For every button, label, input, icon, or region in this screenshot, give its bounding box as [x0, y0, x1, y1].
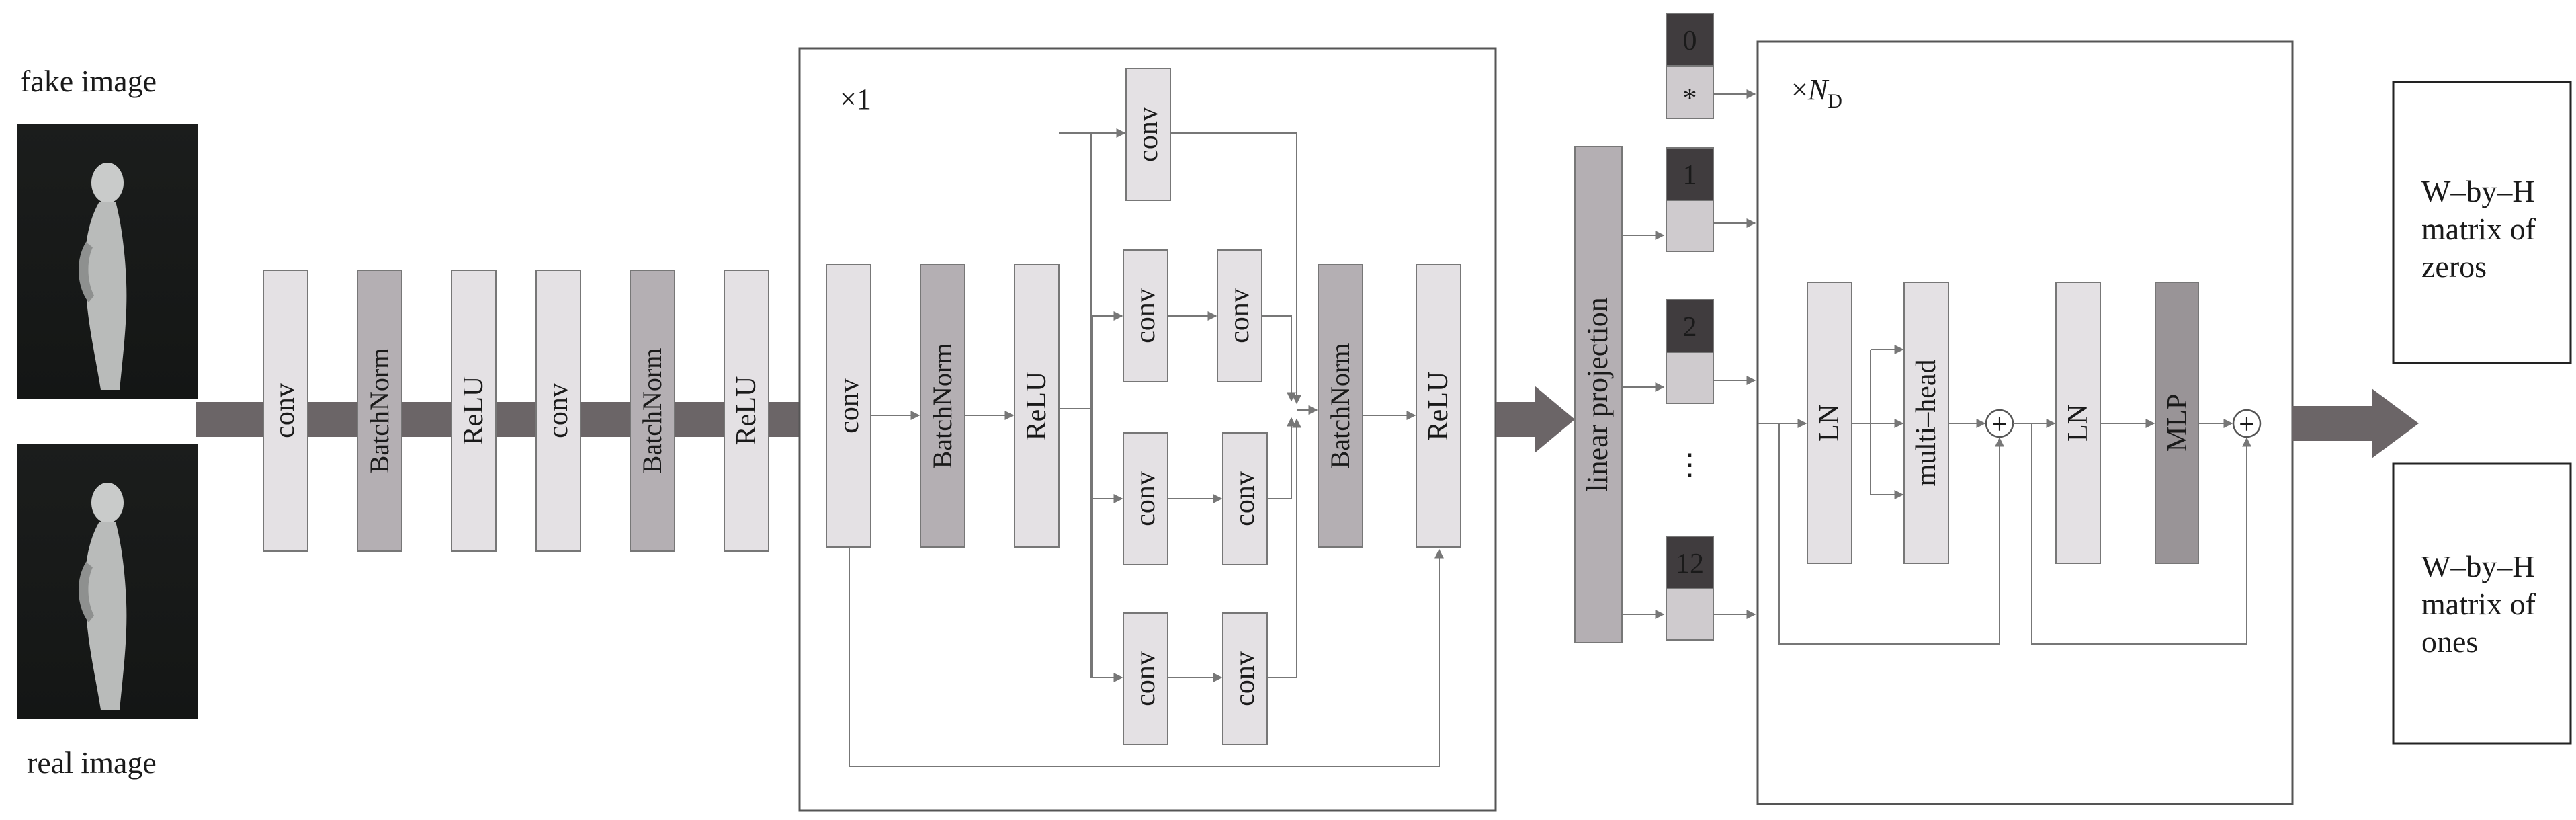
output-ones-line: matrix of: [2421, 587, 2536, 621]
token-index: 12: [1676, 548, 1704, 579]
token-index: 1: [1683, 160, 1697, 191]
token-12: 12: [1666, 536, 1714, 641]
branch-2-conv-a: conv: [1123, 249, 1168, 382]
add-symbol: +: [1991, 409, 2008, 440]
transformer-connectors: [1758, 345, 2251, 645]
block-label: LN: [2063, 404, 2094, 442]
flow-arrow-to-projection: [1496, 386, 1575, 453]
real-image-label: real image: [27, 745, 157, 780]
inception-conv-in: conv: [826, 264, 871, 548]
token-1: 1: [1666, 147, 1714, 252]
residual-add-2: +: [2232, 409, 2262, 440]
block-label: conv: [1130, 288, 1161, 343]
real-image: [17, 444, 198, 719]
block-label: MLP: [2162, 394, 2193, 452]
multi-head-attention: multi–head: [1903, 282, 1949, 564]
token-index: 2: [1683, 312, 1697, 343]
stem-block-label: conv: [543, 383, 574, 438]
inception-batchnorm-out: BatchNorm: [1318, 264, 1363, 548]
block-label: LN: [1814, 404, 1845, 442]
stem-block-label: ReLU: [731, 376, 762, 446]
branch-4-conv-b: conv: [1222, 612, 1268, 745]
stem-block-conv-1: conv: [263, 270, 308, 552]
block-label: ReLU: [1021, 372, 1052, 441]
block-label: conv: [1230, 651, 1260, 706]
inception-batchnorm-in: BatchNorm: [920, 264, 965, 548]
stem-block-batchnorm-1: BatchNorm: [357, 270, 402, 552]
block-label: multi–head: [1911, 360, 1942, 487]
transformer-repeat-label: ×ND: [1791, 73, 1842, 112]
stem-block-label: ReLU: [458, 376, 489, 446]
token-connectors: [1622, 89, 1756, 619]
inception-relu-in: ReLU: [1014, 264, 1060, 548]
repeat-var: N: [1807, 73, 1830, 106]
mlp-block: MLP: [2155, 282, 2199, 564]
block-label: conv: [1133, 107, 1164, 162]
stem-block-conv-2: conv: [535, 270, 581, 552]
token-cls-symbol: *: [1683, 83, 1697, 114]
block-label: conv: [834, 378, 865, 434]
transformer-ln-1: LN: [1807, 282, 1852, 564]
inception-repeat-label: ×1: [840, 83, 871, 116]
branch-3-conv-a: conv: [1123, 432, 1168, 565]
branch-4-conv-a: conv: [1123, 612, 1168, 745]
stem-block-relu-1: ReLU: [451, 270, 497, 552]
block-label: BatchNorm: [927, 343, 957, 469]
output-ones-box: W–by–H matrix of ones: [2392, 462, 2572, 745]
stem-block-batchnorm-2: BatchNorm: [630, 270, 675, 552]
inception-relu-out: ReLU: [1416, 264, 1461, 548]
block-label: ReLU: [1423, 372, 1454, 441]
transformer-ln-2: LN: [2055, 282, 2101, 564]
inception-connectors: [849, 128, 1444, 767]
stem-block-label: BatchNorm: [637, 348, 667, 474]
branch-conv-1x1: conv: [1125, 68, 1171, 201]
token-ellipsis: ⋮: [1675, 448, 1705, 481]
fake-image: [17, 124, 198, 399]
branch-2-conv-b: conv: [1217, 249, 1262, 382]
token-cls: 0 *: [1666, 13, 1714, 119]
block-label: conv: [1130, 471, 1161, 526]
output-zeros-line: W–by–H: [2421, 174, 2535, 208]
linear-projection-label: linear projection: [1581, 297, 1614, 492]
token-cls-index: 0: [1683, 26, 1697, 56]
linear-projection-block: linear projection: [1574, 146, 1623, 643]
output-zeros-line: matrix of: [2421, 212, 2536, 246]
token-2: 2: [1666, 299, 1714, 404]
output-zeros-box: W–by–H matrix of zeros: [2392, 81, 2572, 364]
branch-3-conv-b: conv: [1222, 432, 1268, 565]
flow-arrow-to-output: [2292, 388, 2419, 458]
stem-block-relu-2: ReLU: [724, 270, 769, 552]
residual-add-1: +: [1985, 409, 2014, 440]
output-ones-line: W–by–H: [2421, 549, 2535, 583]
block-label: conv: [1224, 288, 1255, 343]
stem-block-label: BatchNorm: [364, 348, 394, 474]
block-label: conv: [1230, 471, 1260, 526]
stem-block-label: conv: [269, 383, 300, 438]
add-symbol: +: [2239, 409, 2255, 440]
output-ones-line: ones: [2421, 624, 2478, 659]
repeat-sub: D: [1828, 90, 1842, 112]
repeat-prefix: ×: [1791, 73, 1808, 106]
fake-image-label: fake image: [20, 64, 157, 98]
output-zeros-line: zeros: [2421, 249, 2487, 284]
block-label: conv: [1130, 651, 1161, 706]
block-label: BatchNorm: [1325, 343, 1355, 469]
